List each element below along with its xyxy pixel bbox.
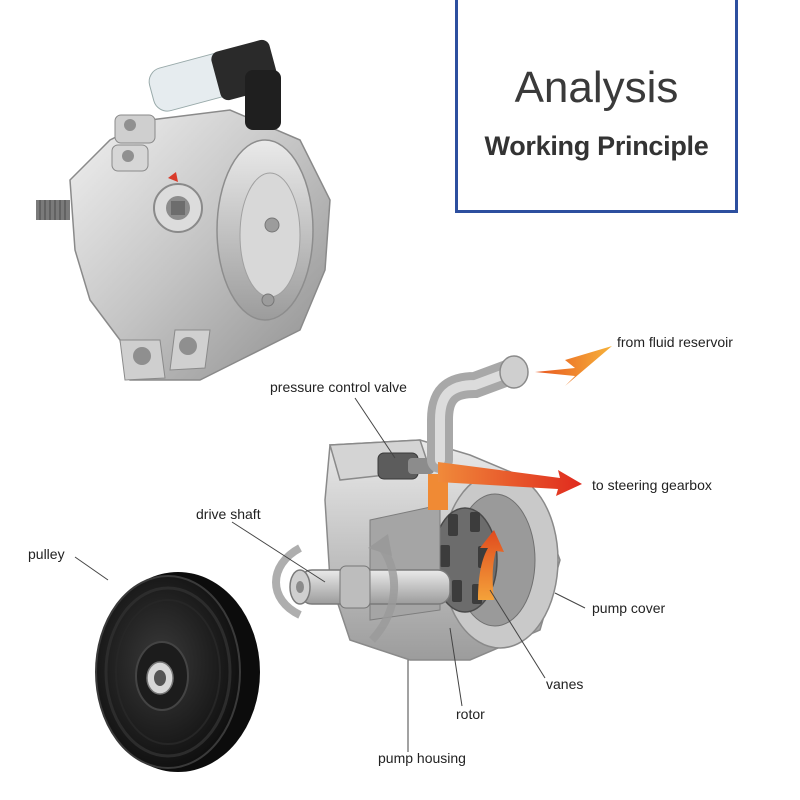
page-subtitle: Working Principle	[484, 131, 709, 161]
label-vanes: vanes	[546, 676, 584, 692]
inlet-elbow-lower	[245, 70, 281, 130]
label-to-steering-gearbox: to steering gearbox	[592, 477, 712, 493]
rotation-arrow-left	[272, 544, 303, 619]
mount-ear-top	[114, 114, 156, 144]
label-pressure-control-valve: pressure control valve	[270, 379, 407, 395]
label-pump-cover: pump cover	[592, 600, 666, 616]
pump-photo	[36, 39, 331, 381]
drive-shaft	[289, 565, 451, 609]
page-title: Analysis	[514, 63, 679, 112]
title-frame: Analysis Working Principle	[455, 0, 738, 213]
arrow-to-gearbox	[438, 462, 582, 496]
leader-lines	[74, 397, 586, 752]
label-from-fluid-reservoir: from fluid reservoir	[617, 334, 733, 350]
label-pulley: pulley	[28, 546, 65, 562]
flow-channel	[428, 474, 448, 510]
arrow-from-reservoir	[535, 346, 612, 386]
label-drive-shaft: drive shaft	[196, 506, 261, 522]
pump-cutaway	[272, 355, 561, 661]
label-pump-housing: pump housing	[378, 750, 466, 766]
label-rotor: rotor	[456, 706, 485, 722]
pulley-illustration	[95, 572, 260, 772]
flow-arrow-up	[478, 530, 504, 600]
